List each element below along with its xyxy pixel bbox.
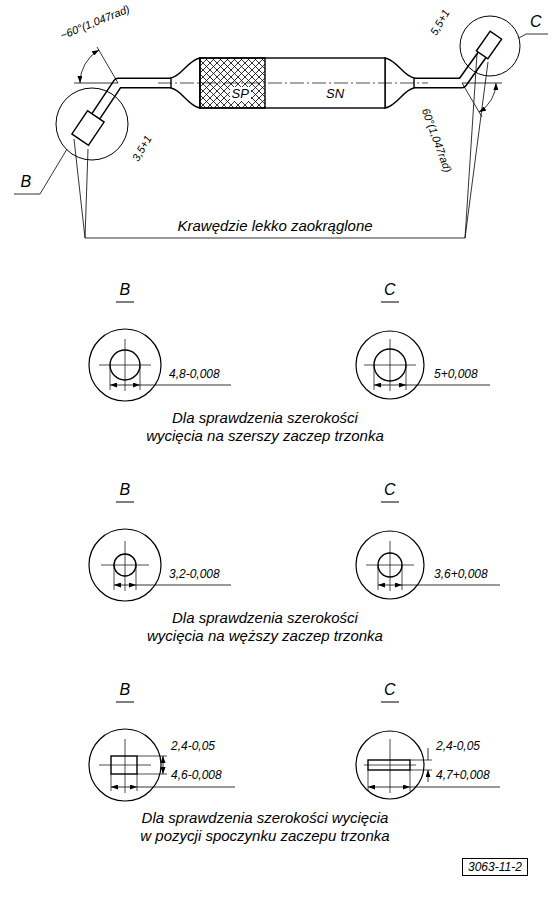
detail-view bbox=[89, 329, 161, 401]
detail-view bbox=[410, 760, 432, 770]
detail-view bbox=[89, 729, 161, 801]
angle-arc bbox=[80, 50, 99, 83]
angle-dimension: ~60°(1,047rad) bbox=[58, 2, 131, 41]
detail-view bbox=[356, 731, 500, 799]
detail-view bbox=[114, 585, 136, 586]
dimension-text: 3,6+0,008 bbox=[434, 568, 488, 582]
detail-view bbox=[374, 385, 406, 386]
gauge-tip bbox=[72, 111, 104, 145]
dimension-text: 3,5+1 bbox=[129, 133, 154, 163]
leader-line bbox=[465, 54, 488, 238]
note-line bbox=[85, 238, 465, 239]
dimension-text: 4,8-0,008 bbox=[169, 368, 220, 382]
detail-view bbox=[368, 760, 410, 770]
extension-line bbox=[462, 83, 502, 117]
drawing-number-box: 3063-11-2 bbox=[462, 858, 528, 876]
caption-text: Dla sprawdzenia szerokości wycięcia w po… bbox=[65, 809, 465, 845]
detail-view bbox=[163, 756, 164, 774]
detail-view bbox=[378, 553, 402, 577]
detail-view bbox=[114, 565, 136, 590]
detail-callout: C bbox=[384, 281, 396, 299]
dimension-lines bbox=[14, 34, 548, 238]
detail-view bbox=[364, 739, 416, 793]
detail-view bbox=[111, 756, 137, 774]
detail-view bbox=[89, 529, 231, 601]
detail-callout: B bbox=[21, 173, 32, 191]
detail-view bbox=[137, 787, 235, 788]
marking-text: SP bbox=[230, 87, 251, 102]
shaft-fill bbox=[414, 55, 482, 83]
detail-callout: C bbox=[384, 481, 396, 499]
detail-view bbox=[364, 339, 416, 391]
detail-view bbox=[366, 541, 414, 591]
detail-view bbox=[136, 585, 231, 586]
detail-view bbox=[368, 770, 410, 791]
detail-view bbox=[356, 331, 424, 399]
callout-underline bbox=[116, 301, 399, 302]
detail-view bbox=[99, 339, 151, 391]
detail-view bbox=[356, 531, 500, 599]
detail-callout: C bbox=[384, 681, 396, 699]
shaft-fill bbox=[96, 83, 171, 116]
detail-view bbox=[378, 585, 402, 586]
marking-text: SN bbox=[324, 87, 346, 102]
detail-circle bbox=[460, 16, 520, 76]
dimension-text: 5+0,008 bbox=[434, 368, 478, 382]
detail-callout: C bbox=[530, 13, 542, 31]
leader-line bbox=[74, 139, 88, 238]
detail-view bbox=[89, 729, 235, 801]
detail-view bbox=[137, 756, 167, 774]
detail-view bbox=[410, 787, 500, 788]
detail-callout: B bbox=[120, 281, 131, 299]
detail-view bbox=[374, 349, 406, 381]
detail-view bbox=[406, 385, 490, 386]
detail-view bbox=[110, 385, 140, 386]
note-text: Krawędzie lekko zaokrąglone bbox=[178, 217, 373, 234]
dimension-text: 2,4-0,05 bbox=[436, 740, 480, 754]
detail-view bbox=[140, 385, 231, 386]
dimension-text: 3,2-0,008 bbox=[169, 568, 220, 582]
detail-view bbox=[356, 731, 424, 799]
detail-view bbox=[356, 331, 490, 399]
detail-view bbox=[114, 554, 136, 576]
detail-view bbox=[402, 585, 500, 586]
leader-line bbox=[519, 34, 548, 38]
detail-view bbox=[374, 365, 406, 390]
detail-view bbox=[111, 774, 137, 791]
detail-callout: B bbox=[120, 481, 131, 499]
callout-underline bbox=[116, 501, 399, 502]
callout-underline bbox=[116, 701, 399, 702]
center-line bbox=[158, 83, 428, 84]
detail-view bbox=[99, 739, 151, 793]
caption-text: Dla sprawdzenia szerokości wycięcia na s… bbox=[65, 409, 465, 445]
detail-view bbox=[110, 350, 140, 380]
caption-text: Dla sprawdzenia szerokości wycięcia na w… bbox=[65, 609, 465, 645]
detail-view bbox=[378, 565, 402, 590]
detail-view bbox=[368, 787, 410, 788]
detail-view bbox=[111, 787, 137, 788]
drawing-number: 3063-11-2 bbox=[468, 860, 522, 874]
shaft-outline bbox=[414, 55, 482, 83]
detail-view bbox=[89, 529, 161, 601]
extension-line bbox=[74, 47, 118, 83]
detail-view bbox=[110, 365, 140, 390]
detail-view bbox=[356, 531, 424, 599]
angle-dimension: 60°(1,047rad) bbox=[419, 106, 454, 174]
detail-view bbox=[89, 329, 231, 401]
detail-view bbox=[428, 748, 429, 782]
gauge-figure bbox=[56, 16, 520, 160]
dimension-text: 4,6-0,008 bbox=[171, 769, 222, 783]
angle-arc bbox=[479, 83, 496, 112]
leader-line bbox=[14, 149, 67, 194]
dimension-text: 5,5+1 bbox=[427, 7, 452, 37]
gauge-tip bbox=[476, 31, 501, 59]
dimension-text: 4,7+0,008 bbox=[436, 769, 490, 783]
detail-callout: B bbox=[120, 681, 131, 699]
dimension-text: 2,4-0,05 bbox=[171, 740, 215, 754]
shaft-outline bbox=[96, 83, 171, 116]
detail-view bbox=[101, 541, 149, 591]
